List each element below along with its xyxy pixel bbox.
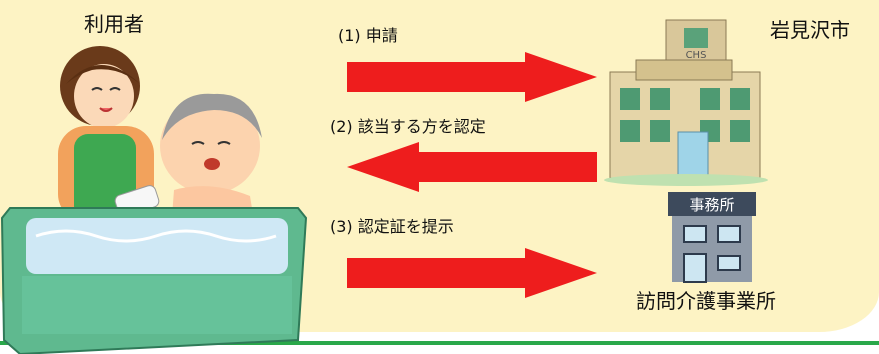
step-3-label: (3) 認定証を提示 [330, 217, 454, 236]
step-2-label: (2) 該当する方を認定 [330, 117, 486, 136]
city-label: 岩見沢市 [770, 18, 850, 42]
step-1-label: (1) 申請 [338, 26, 398, 45]
arrow-step-3 [347, 248, 597, 298]
bath-illustration [0, 46, 308, 354]
office-illustration: 事務所 [668, 192, 756, 283]
provider-label: 訪問介護事業所 [636, 289, 776, 313]
office-sign: 事務所 [689, 196, 734, 214]
divider-line [0, 341, 879, 345]
city-hall-illustration: CHS [604, 19, 768, 186]
arrow-step-1 [347, 52, 597, 102]
building-sign: CHS [686, 50, 707, 61]
arrow-step-2 [347, 142, 597, 192]
user-label: 利用者 [84, 12, 144, 36]
